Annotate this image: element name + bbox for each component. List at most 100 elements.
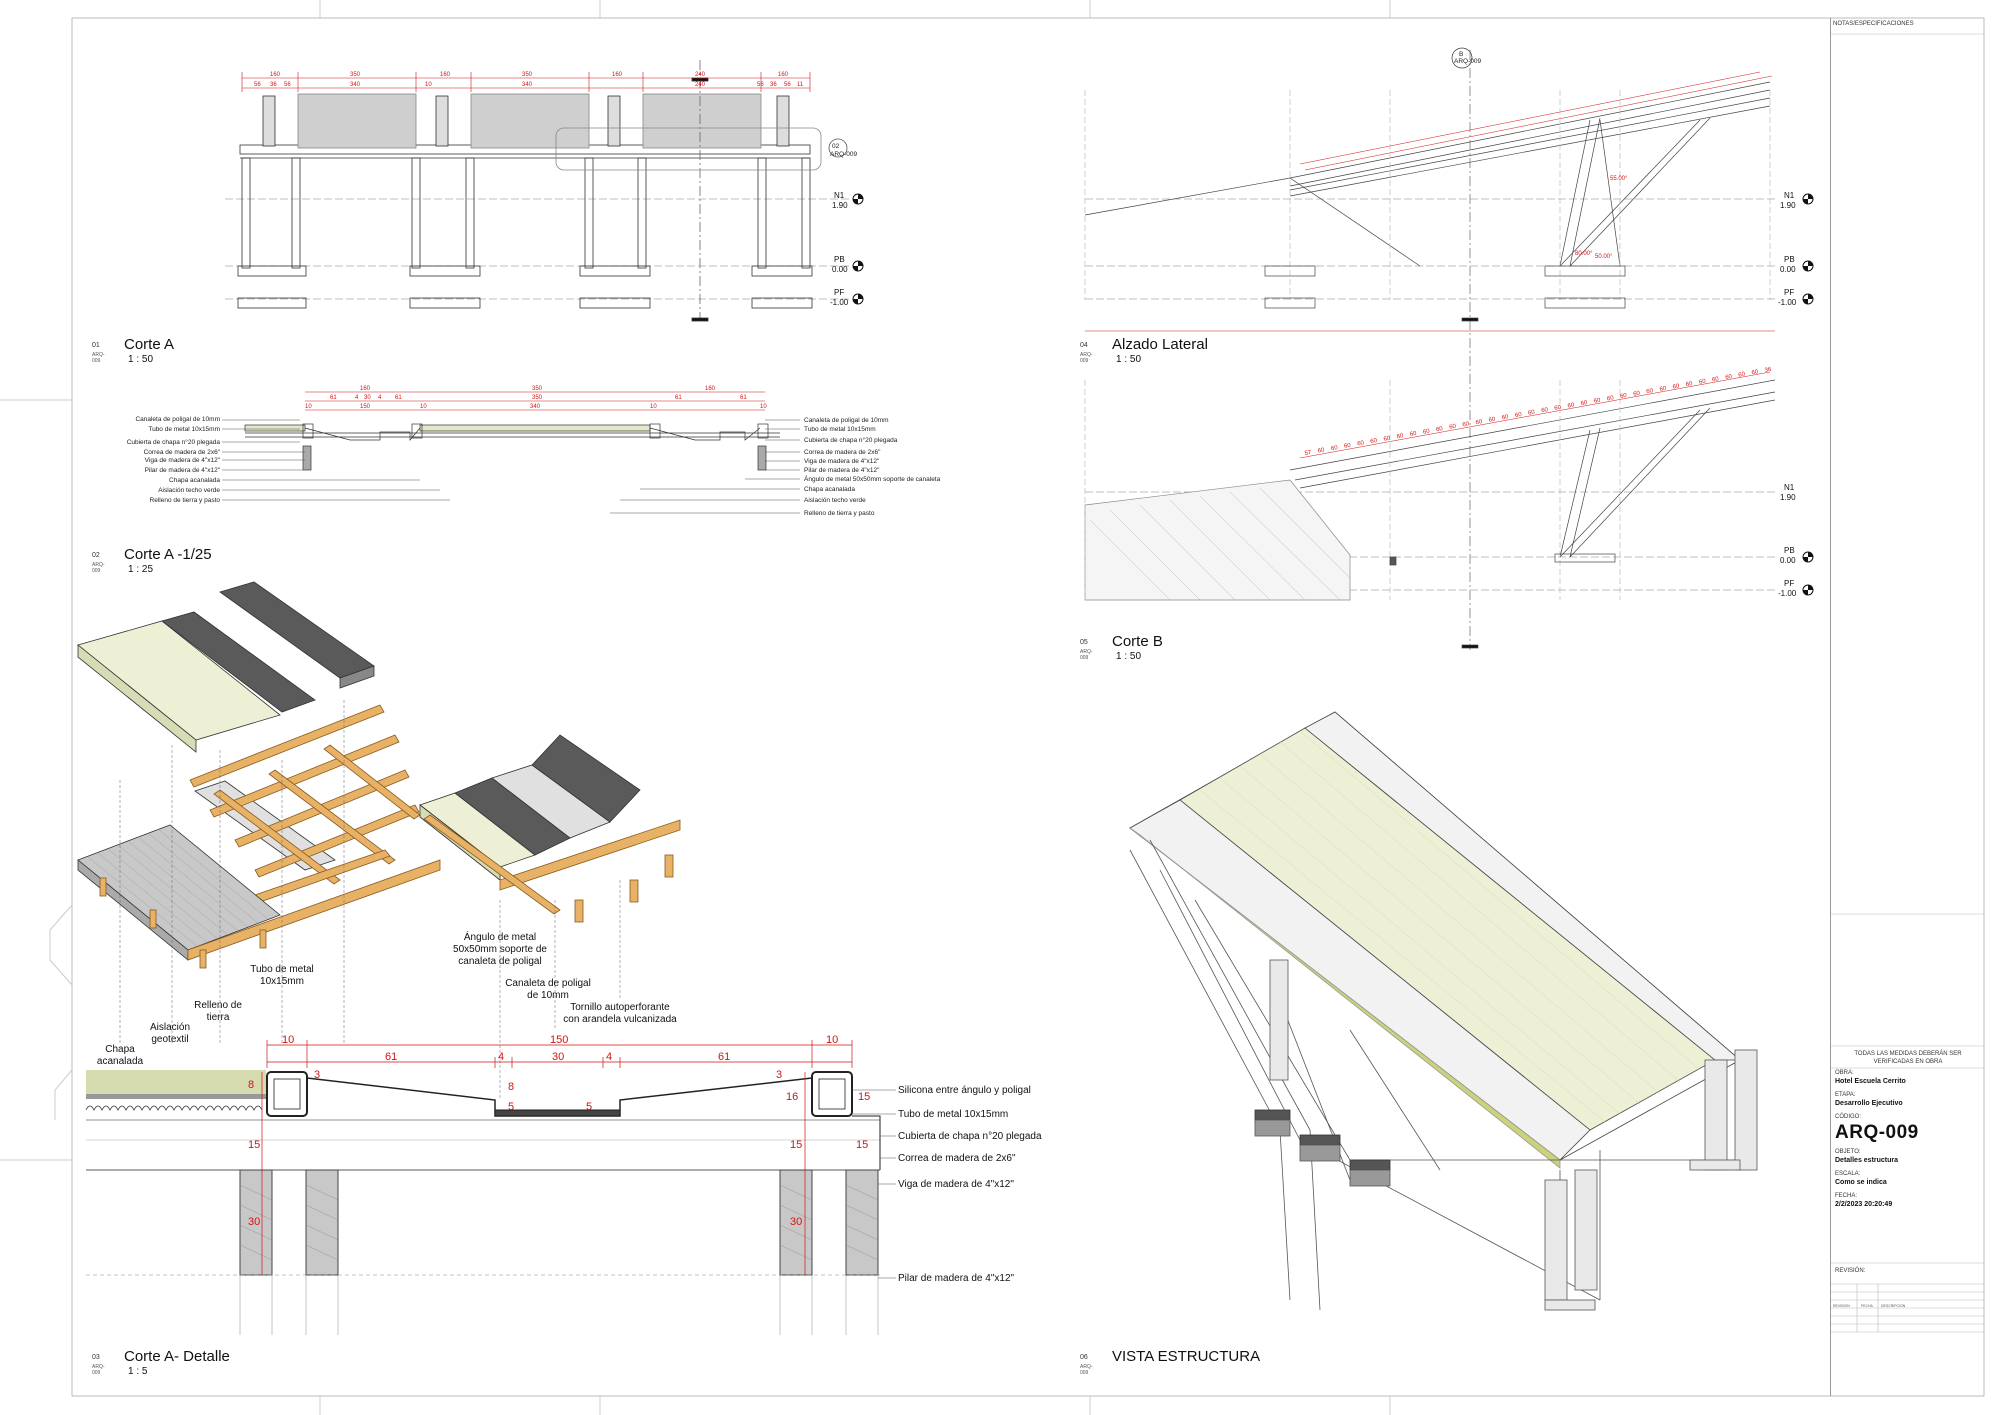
view-02-ref: ARQ-009 <box>92 562 105 574</box>
alz-pf-value: -1.00 <box>1778 298 1797 307</box>
a25-label-l2: Cubierta de chapa n°20 plegada <box>127 438 221 446</box>
view-05-num: 05 <box>1080 639 1088 646</box>
dim-a25-340: 340 <box>530 404 541 410</box>
a25-label-r8: Aislación techo verde <box>804 497 866 504</box>
label-chapa-2: acanalada <box>97 1056 144 1067</box>
a25-label-l6: Chapa acanalada <box>169 477 220 484</box>
alz-n1-value: 1.90 <box>1780 201 1796 210</box>
label-canaleta-1: Canaleta de poligal <box>505 978 591 989</box>
dim-a-36: 36 <box>270 82 277 88</box>
escala-value: Como se indica <box>1835 1179 1887 1186</box>
detail-dim-h30: 30 <box>248 1216 260 1228</box>
level-pf-name: PF <box>834 288 844 297</box>
dim-a-240: 240 <box>695 72 706 78</box>
notes-header: NOTAS/ESPECIFICACIONES <box>1833 21 1914 27</box>
dim-a-36c: 36 <box>770 82 777 88</box>
purlin-dim: 60 <box>1357 440 1365 447</box>
a25-label-l4: Viga de madera de 4"x12" <box>145 457 221 464</box>
view-04-ref: ARQ-009 <box>1080 352 1093 364</box>
dim-a25-150: 150 <box>360 404 371 410</box>
dim-a-160-r: 160 <box>612 72 623 78</box>
label-tornillo-2: con arandela vulcanizada <box>563 1014 677 1025</box>
a25-label-l1: Tubo de metal 10x15mm <box>148 426 220 433</box>
a25-label-r1: Tubo de metal 10x15mm <box>804 426 876 433</box>
obra-label: OBRA: <box>1835 1070 1854 1076</box>
detail-label-r0: Silicona entre ángulo y poligal <box>898 1085 1031 1096</box>
a25-label-l0: Canaleta de poligal de 10mm <box>135 416 220 423</box>
a25-label-r5: Pilar de madera de 4"x12" <box>804 467 880 474</box>
alz-n1-name: N1 <box>1784 191 1795 200</box>
purlin-dim: 60 <box>1370 438 1378 445</box>
purlin-dim: 60 <box>1672 383 1680 390</box>
label-chapa-1: Chapa <box>105 1044 135 1055</box>
dim-a25-4: 4 <box>355 395 359 401</box>
detail-label-r2: Cubierta de chapa n°20 plegada <box>898 1131 1042 1142</box>
purlin-dim: 60 <box>1475 419 1483 426</box>
detail-dim-h8: 8 <box>248 1079 254 1091</box>
levels-corte-a: N1 1.90 PB 0.00 PF -1.00 <box>830 191 864 307</box>
disclaimer-line-2: VERIFICADAS EN OBRA <box>1873 1059 1943 1065</box>
purlin-dim: 60 <box>1423 428 1431 435</box>
codigo-value: ARQ-009 <box>1835 1122 1919 1143</box>
purlin-dim: 60 <box>1633 390 1641 397</box>
frame-ticks <box>0 0 1391 1415</box>
view-01-num: 01 <box>92 342 100 349</box>
dim-a-56b: 56 <box>284 82 291 88</box>
purlin-dim: 60 <box>1567 402 1575 409</box>
purlin-dim: 60 <box>1317 447 1325 454</box>
dim-a-340-l: 340 <box>350 82 361 88</box>
alz-pf-name: PF <box>1784 288 1794 297</box>
detail-label-r4: Viga de madera de 4"x12" <box>898 1179 1014 1190</box>
etapa-label: ETAPA: <box>1835 1092 1856 1098</box>
dim-a-160-l: 160 <box>270 72 281 78</box>
view-detail <box>85 1040 896 1335</box>
callout-b-num: B <box>1459 51 1463 58</box>
purlin-dim: 60 <box>1646 388 1654 395</box>
purlin-dim: 36 <box>1764 367 1772 374</box>
purlin-dim: 60 <box>1593 398 1601 405</box>
view-04-name: Alzado Lateral <box>1112 336 1208 353</box>
rev-col-descripcion: DESCRIPCIÓN <box>1881 1304 1906 1308</box>
view-alzado-lateral <box>1084 47 1775 650</box>
dim-a25-160-r: 160 <box>705 386 716 392</box>
label-tubo-2: 10x15mm <box>260 976 304 987</box>
dim-a-160-rr: 160 <box>778 72 789 78</box>
corte-a25-right-labels: Canaleta de poligal de 10mm Tubo de meta… <box>804 417 941 517</box>
a25-label-r2: Cubierta de chapa n°20 plegada <box>804 436 898 444</box>
detail-dim-h30b: 30 <box>790 1216 802 1228</box>
disclaimer-line-1: TODAS LAS MEDIDAS DEBERÁN SER <box>1854 1051 1962 1057</box>
purlin-dim: 60 <box>1488 417 1496 424</box>
purlin-dim: 60 <box>1436 426 1444 433</box>
view-01-name: Corte A <box>124 336 175 353</box>
angle-55: 55.00° <box>1610 176 1628 182</box>
purlin-dim: 60 <box>1331 445 1339 452</box>
detail-dim-h5b: 5 <box>586 1101 592 1113</box>
detail-dim-h8b: 8 <box>508 1081 514 1093</box>
a25-label-r7: Chapa acanalada <box>804 486 855 493</box>
detail-dim-h3: 3 <box>314 1069 320 1081</box>
a25-label-l3: Correa de madera de 2x6" <box>144 449 221 456</box>
a25-label-l7: Aislación techo verde <box>158 487 220 494</box>
purlin-dim: 60 <box>1515 412 1523 419</box>
label-aislacion-1: Aislación <box>150 1022 190 1033</box>
levels-alzado: N1 1.90 PB 0.00 PF -1.00 <box>1778 191 1814 307</box>
levels-corte-b: N1 1.90 PB 0.00 PF -1.00 <box>1778 483 1814 598</box>
cb-pf-value: -1.00 <box>1778 589 1797 598</box>
purlin-dim: 60 <box>1659 386 1667 393</box>
a25-label-r6: Ángulo de metal 50x50mm soporte de canal… <box>804 474 941 483</box>
rev-col-fecha: FECHA <box>1861 1304 1873 1308</box>
label-aislacion-2: geotextil <box>151 1034 188 1045</box>
label-canaleta-2: de 10mm <box>527 990 569 1001</box>
view-06-name: VISTA ESTRUCTURA <box>1112 1348 1261 1365</box>
view-06-ref: ARQ-009 <box>1080 1364 1093 1376</box>
detail-dim-h16: 16 <box>786 1091 798 1103</box>
sheet-frame <box>71 17 1985 1397</box>
corte-a25-left-labels: Canaleta de poligal de 10mm Tubo de meta… <box>127 416 221 504</box>
purlin-dim: 60 <box>1541 407 1549 414</box>
purlin-dim: 60 <box>1396 433 1404 440</box>
alz-pb-value: 0.00 <box>1780 265 1796 274</box>
a25-label-r4: Viga de madera de 4"x12" <box>804 458 880 465</box>
purlin-dim: 60 <box>1620 393 1628 400</box>
dim-a25-160-l: 160 <box>360 386 371 392</box>
